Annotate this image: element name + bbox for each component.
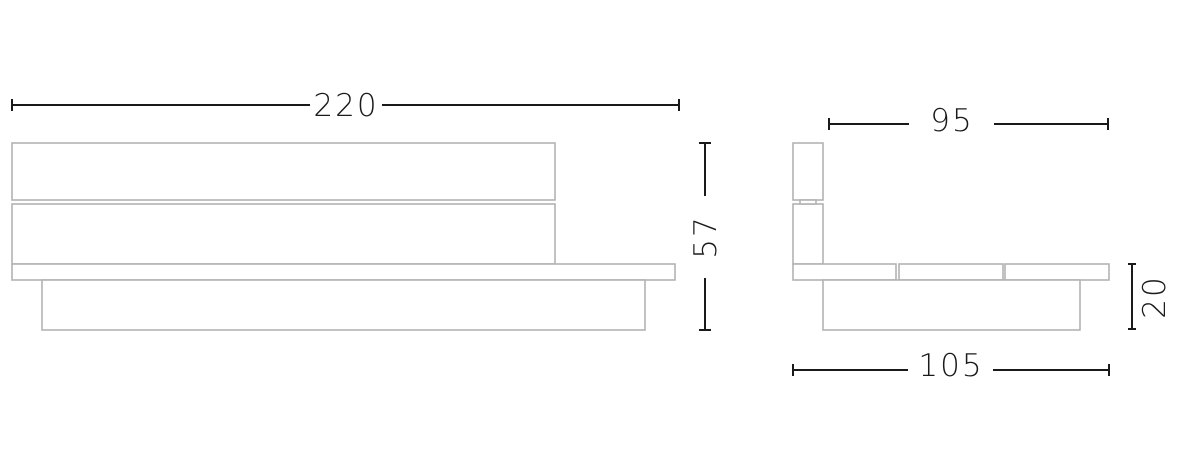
side-platform-segment-2: [898, 263, 1004, 281]
front-bed-platform: [11, 263, 676, 281]
side-headboard-lower: [792, 203, 824, 265]
front-height-label: 57: [688, 215, 724, 258]
side-headboard-upper: [792, 142, 824, 201]
side-headboard-connector: [799, 199, 817, 205]
side-platform-segment-3: [1004, 263, 1110, 281]
front-headboard-upper-cushion: [11, 142, 556, 201]
front-width-label: 220: [313, 88, 378, 124]
side-platform-segment-1: [792, 263, 897, 281]
side-top-width-label: 95: [930, 103, 973, 139]
side-base-height-label: 20: [1137, 275, 1173, 318]
side-bed-base: [822, 279, 1081, 331]
side-view: [792, 142, 1110, 331]
dimension-front-height: 57: [688, 142, 724, 331]
side-bottom-width-label: 105: [918, 348, 983, 384]
dimension-side-top-width: 95: [828, 103, 1109, 139]
dimension-side-base-height: 20: [1128, 263, 1173, 330]
front-view: [11, 142, 676, 331]
front-headboard-lower-cushion: [11, 203, 556, 265]
dimension-front-width: 220: [11, 88, 680, 124]
front-bed-base: [41, 279, 646, 331]
dimension-side-bottom-width: 105: [792, 348, 1110, 384]
